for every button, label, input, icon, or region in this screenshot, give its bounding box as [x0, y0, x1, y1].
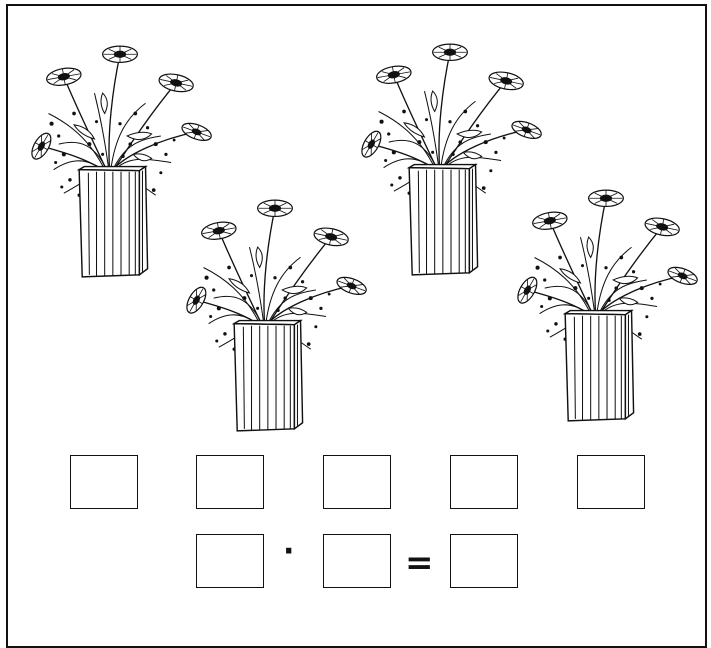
factor-box-1[interactable] — [196, 534, 264, 588]
answer-box-row1-5[interactable] — [577, 455, 645, 509]
answer-box-row1-1[interactable] — [70, 455, 138, 509]
answer-box-row1-3[interactable] — [323, 455, 391, 509]
factor-box-2[interactable] — [323, 534, 391, 588]
answer-box-row1-4[interactable] — [450, 455, 518, 509]
flower-vase-4 — [506, 186, 706, 426]
flower-vase-4-illustration — [513, 189, 701, 422]
product-box[interactable] — [450, 534, 518, 588]
flower-vase-2-illustration — [182, 199, 370, 432]
flower-vase-2 — [175, 196, 375, 436]
answer-box-row1-2[interactable] — [196, 455, 264, 509]
multiplication-dot: · — [283, 534, 295, 569]
equals-sign: = — [405, 543, 434, 583]
